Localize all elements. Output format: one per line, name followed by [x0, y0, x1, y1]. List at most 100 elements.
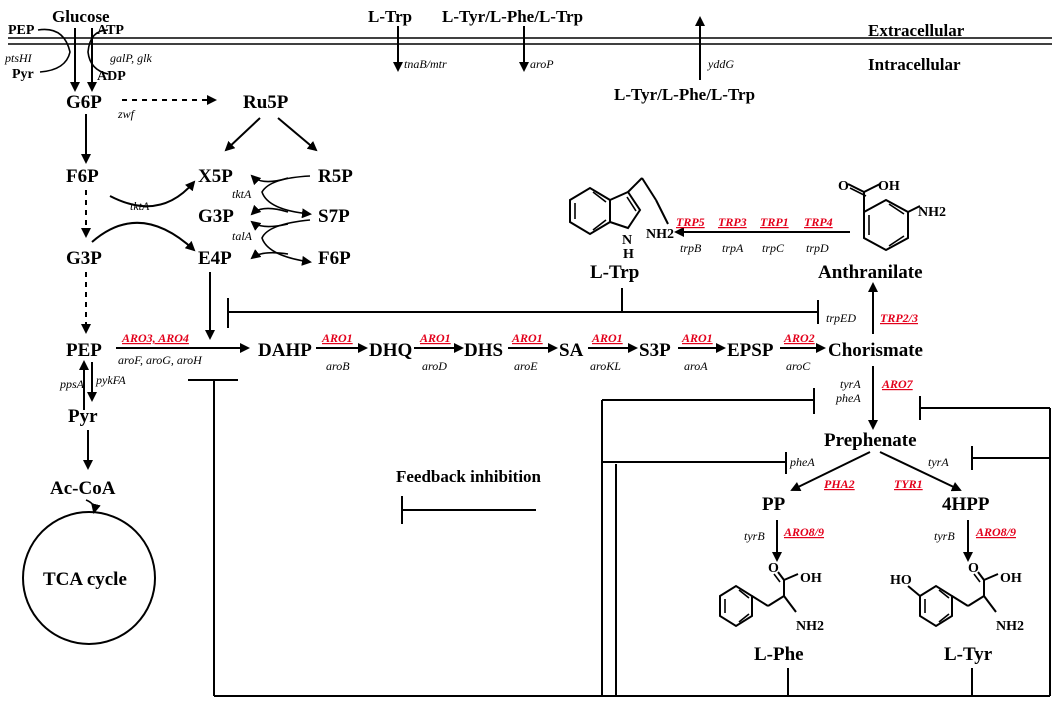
intracellular-label: Intracellular	[868, 55, 961, 74]
gene-tyra-1: tyrA	[840, 377, 861, 391]
g3p-left-label: G3P	[66, 248, 102, 269]
x5p-label: X5P	[198, 166, 233, 187]
tryptophan-h: H	[623, 247, 634, 262]
gene-aroc: aroC	[786, 359, 811, 373]
s7p-label: S7P	[318, 206, 350, 227]
lphe-label: L-Phe	[754, 644, 804, 665]
tkta-curve-g3p	[250, 204, 289, 216]
anthranilate-oh: OH	[878, 179, 900, 194]
yeast-aro1-b: ARO1	[419, 331, 451, 345]
gene-pykfa: pykFA	[95, 373, 126, 387]
yeast-aro89-a: ARO8/9	[783, 525, 824, 539]
sa-label: SA	[559, 340, 584, 361]
tyrosine-o: O	[968, 561, 979, 576]
pyr-label: Pyr	[68, 406, 98, 427]
pep-top-label: PEP	[8, 23, 35, 38]
f6p-to-x5p-curve	[109, 180, 196, 208]
dhs-label: DHS	[464, 340, 503, 361]
tryptophan-n: N	[622, 233, 632, 248]
yeast-aro34: ARO3, ARO4	[121, 331, 189, 345]
gene-ppsa: ppsA	[59, 377, 85, 391]
ru5p-label: Ru5P	[243, 92, 289, 113]
yeast-aro2: ARO2	[783, 331, 815, 345]
extracellular-label: Extracellular	[868, 21, 965, 40]
gene-arob: aroB	[326, 359, 350, 373]
yeast-trp23: TRP2/3	[880, 311, 918, 325]
anthranilate-structure	[847, 183, 921, 252]
yeast-aro7: ARO7	[881, 377, 914, 391]
legend-feedback-symbol	[401, 496, 536, 524]
gene-phea-2: pheA	[789, 455, 815, 469]
epsp-label: EPSP	[727, 340, 774, 361]
prephenate-to-4hpp-arrow	[879, 451, 962, 492]
phenylalanine-structure	[719, 571, 799, 628]
atp-label: ATP	[97, 23, 124, 38]
g3p-mid-label: G3P	[198, 206, 234, 227]
ru5p-to-x5p-arrow	[224, 117, 261, 152]
tryptophan-structure	[569, 177, 669, 236]
dhq-label: DHQ	[369, 340, 412, 361]
phenylalanine-nh2: NH2	[796, 619, 824, 634]
atp-adp-curve	[87, 29, 109, 75]
gene-aroe: aroE	[514, 359, 538, 373]
yeast-aro1-c: ARO1	[511, 331, 543, 345]
g6p-label: G6P	[66, 92, 102, 113]
gene-tyrb-1: tyrB	[744, 529, 765, 543]
glucose-label: Glucose	[52, 7, 110, 26]
gene-arod: aroD	[422, 359, 447, 373]
pyr-top-label: Pyr	[12, 67, 34, 82]
prephenate-to-pp-arrow	[790, 451, 871, 491]
yeast-aro1-e: ARO1	[681, 331, 713, 345]
anthranilate-label: Anthranilate	[818, 262, 923, 283]
acoa-label: Ac-CoA	[50, 478, 116, 499]
tala-curve-right	[261, 219, 312, 266]
4hpp-label: 4HPP	[942, 494, 990, 515]
chorismate-label: Chorismate	[828, 340, 923, 361]
yeast-trp5: TRP5	[676, 215, 705, 229]
acoa-to-tca-arrow	[85, 499, 101, 514]
yeast-aro1-d: ARO1	[591, 331, 623, 345]
gene-arokl: aroKL	[590, 359, 621, 373]
tyrosine-structure	[907, 571, 999, 628]
prephenate-label: Prephenate	[824, 430, 917, 451]
ltrp-ext-label: L-Trp	[368, 7, 412, 26]
e4p-label: E4P	[198, 248, 232, 269]
gene-arop: aroP	[530, 57, 554, 71]
g3p-to-e4p-curve	[91, 221, 196, 252]
yeast-aro89-b: ARO8/9	[975, 525, 1016, 539]
tala-curve-g3p	[250, 220, 289, 231]
cell-membrane	[8, 37, 1052, 45]
r5p-label: R5P	[318, 166, 353, 187]
phenylalanine-oh: OH	[800, 571, 822, 586]
tala-curve-e4p	[250, 249, 289, 260]
ltyr-label: L-Tyr	[944, 644, 993, 665]
yeast-pha2: PHA2	[824, 477, 855, 491]
gene-ptshi: ptsHI	[4, 51, 33, 65]
tkta-curve-x5p	[250, 174, 289, 186]
gene-trped: trpED	[826, 311, 856, 325]
legend-feedback-label: Feedback inhibition	[396, 467, 542, 486]
gene-arofgh: aroF, aroG, aroH	[118, 353, 203, 367]
yeast-aro1-a: ARO1	[321, 331, 353, 345]
tca-cycle-circle	[22, 511, 156, 645]
tryptophan-nh2: NH2	[646, 227, 674, 242]
tyrosine-oh: OH	[1000, 571, 1022, 586]
feedback-inhibition-lines	[188, 288, 1051, 697]
yeast-trp4: TRP4	[804, 215, 833, 229]
s3p-label: S3P	[639, 340, 671, 361]
gene-tyra-2: tyrA	[928, 455, 949, 469]
gene-aroa: aroA	[684, 359, 708, 373]
ru5p-to-r5p-arrow	[277, 117, 318, 152]
gene-trpc: trpC	[762, 241, 785, 255]
tyrosine-nh2: NH2	[996, 619, 1024, 634]
f6p-right-label: F6P	[318, 248, 351, 269]
gene-zwf: zwf	[117, 107, 136, 121]
gene-trpd: trpD	[806, 241, 829, 255]
gene-galp: galP, glk	[110, 51, 152, 65]
f6p-label: F6P	[66, 166, 99, 187]
gene-tala: talA	[232, 229, 253, 243]
tca-label: TCA cycle	[43, 569, 127, 590]
gene-phea-1: pheA	[835, 391, 861, 405]
